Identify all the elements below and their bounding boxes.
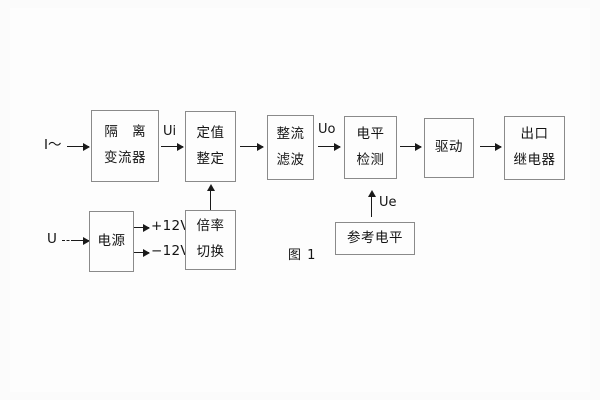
arrow-rectify-filter-to-level-detect bbox=[318, 142, 341, 151]
arrow-rail-positive bbox=[134, 223, 150, 232]
block-range-switch-line2: 切换 bbox=[196, 244, 225, 260]
ue-signal-label: Ue bbox=[379, 195, 397, 210]
block-power-supply[interactable]: 电源 bbox=[89, 211, 134, 272]
block-level-detect[interactable]: 电平 检测 bbox=[344, 116, 397, 179]
block-output-relay-line1: 出口 bbox=[520, 126, 549, 143]
block-setting-line1: 定值 bbox=[196, 124, 225, 141]
block-output-relay-line2: 继电器 bbox=[513, 152, 556, 168]
block-rectify-filter[interactable]: 整流 滤波 bbox=[267, 115, 314, 180]
dashed-stub-voltage-input bbox=[62, 240, 74, 241]
arrow-level-detect-to-drive bbox=[400, 142, 422, 151]
rail-positive-label: +12V bbox=[151, 218, 190, 234]
block-drive[interactable]: 驱动 bbox=[424, 118, 474, 178]
block-range-switch-line1: 倍率 bbox=[196, 218, 225, 235]
block-rectify-filter-line1: 整流 bbox=[276, 125, 305, 142]
arrow-reference-level-to-level-detect bbox=[367, 190, 376, 217]
diagram-plate bbox=[10, 8, 590, 392]
block-reference-level[interactable]: 参考电平 bbox=[335, 222, 415, 255]
block-level-detect-line1: 电平 bbox=[356, 125, 385, 142]
arrow-voltage-input-to-power-supply bbox=[73, 236, 90, 245]
block-output-relay[interactable]: 出口 继电器 bbox=[504, 116, 565, 180]
figure-caption: 图 1 bbox=[288, 248, 317, 263]
voltage-input-label: U bbox=[47, 231, 57, 247]
block-drive-line1: 驱动 bbox=[435, 139, 463, 156]
block-range-switch[interactable]: 倍率 切换 bbox=[185, 210, 236, 270]
block-level-detect-line2: 检测 bbox=[356, 151, 385, 168]
block-setting[interactable]: 定值 整定 bbox=[185, 111, 236, 182]
arrow-range-switch-to-setting bbox=[206, 184, 215, 210]
block-reference-level-line1: 参考电平 bbox=[347, 229, 403, 246]
arrow-setting-to-rectify-filter bbox=[240, 142, 264, 151]
block-isolation-ct-line1: 隔 离 bbox=[104, 124, 151, 141]
block-rectify-filter-line2: 滤波 bbox=[276, 151, 305, 168]
rail-negative-label: −12V bbox=[151, 243, 190, 259]
block-power-supply-line1: 电源 bbox=[97, 232, 126, 249]
uo-signal-label: Uo bbox=[318, 122, 336, 137]
arrow-isolation-ct-to-setting bbox=[161, 142, 184, 151]
block-setting-line2: 整定 bbox=[196, 150, 225, 167]
arrow-drive-to-output-relay bbox=[480, 142, 502, 151]
block-isolation-ct-line2: 变流器 bbox=[104, 150, 146, 166]
block-isolation-ct[interactable]: 隔 离 变流器 bbox=[91, 110, 159, 182]
current-input-label: I～ bbox=[44, 137, 62, 153]
ui-signal-label: Ui bbox=[163, 124, 177, 139]
arrow-current-input-to-isolation-ct bbox=[67, 142, 90, 151]
arrow-rail-negative bbox=[134, 248, 150, 257]
